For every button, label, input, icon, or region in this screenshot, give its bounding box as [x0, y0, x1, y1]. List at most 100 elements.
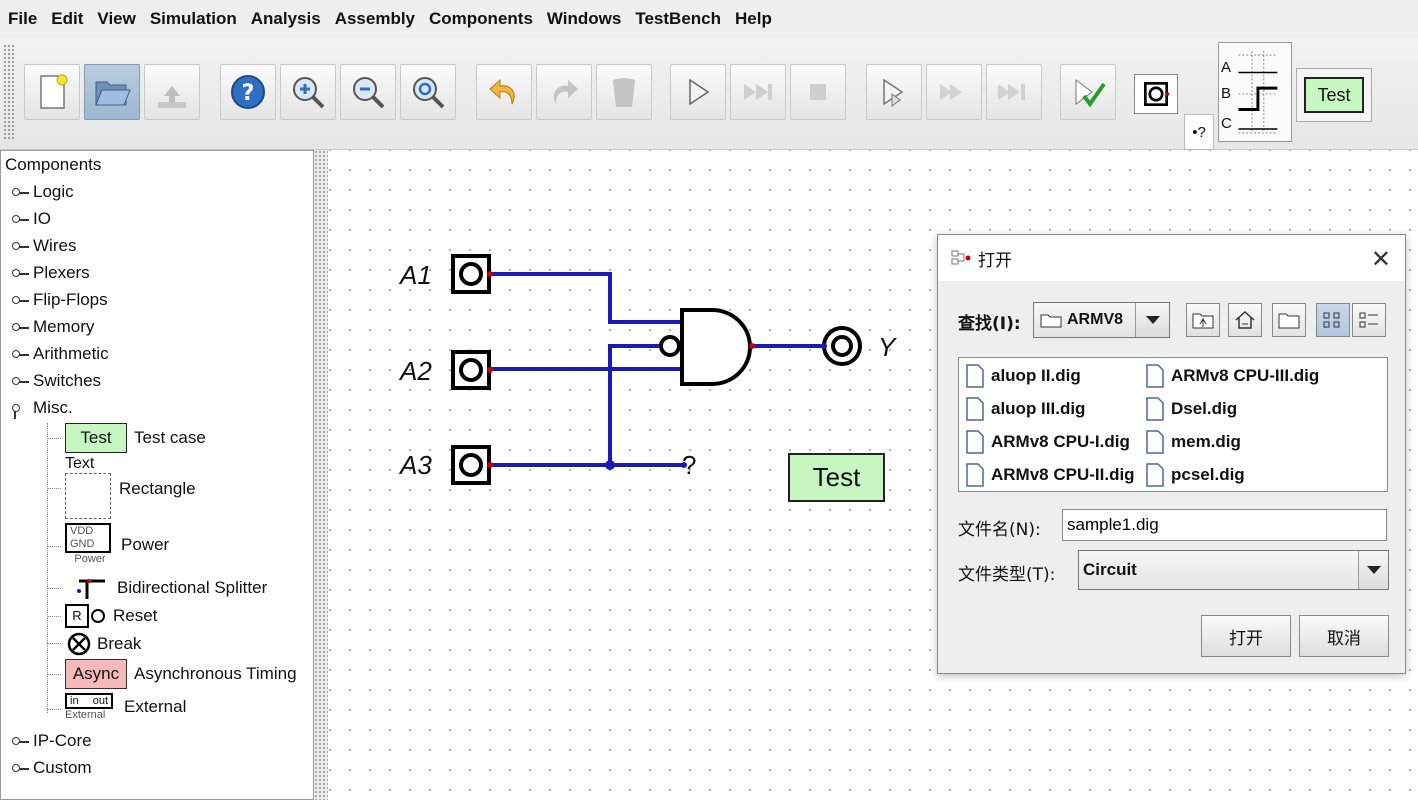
chevron-down-icon[interactable] [1135, 303, 1169, 337]
tree-connector [47, 674, 61, 675]
tree-item-break[interactable]: Break [67, 632, 141, 656]
test-case-component[interactable]: Test [788, 453, 885, 502]
new-folder-button[interactable] [1272, 303, 1306, 337]
menu-edit[interactable]: Edit [51, 9, 84, 28]
file-item[interactable]: aluop II.dig [965, 364, 1081, 388]
toolbar-grip[interactable] [3, 44, 15, 140]
tree-handle-icon[interactable] [11, 730, 29, 752]
and-gate[interactable] [659, 308, 755, 386]
menu-help[interactable]: Help [735, 9, 772, 28]
micro-step-button[interactable] [866, 64, 922, 120]
tree-item-power[interactable]: VDD GND Power Power [65, 523, 169, 571]
file-item[interactable]: ARMv8 CPU-III.dig [1145, 364, 1319, 388]
input-tool-button[interactable] [1134, 74, 1178, 114]
output-pin-y[interactable] [821, 326, 862, 366]
help-button[interactable]: ? [220, 64, 276, 120]
run-tests-button[interactable] [1060, 64, 1116, 120]
wire-a1[interactable] [490, 272, 682, 324]
menu-file[interactable]: File [8, 9, 38, 28]
tree-item-arithmetic[interactable]: Arithmetic [11, 343, 109, 365]
input-pin-a2[interactable] [451, 350, 493, 390]
redo-button[interactable] [536, 64, 592, 120]
tree-item-io[interactable]: IO [11, 208, 51, 230]
test-case-tool-button[interactable]: Test [1296, 68, 1372, 122]
menu-analysis[interactable]: Analysis [250, 9, 321, 28]
file-item[interactable]: Dsel.dig [1145, 397, 1237, 421]
lookin-combobox[interactable]: ARMV8 [1033, 302, 1170, 338]
input-pin-a3[interactable] [451, 445, 493, 485]
menu-windows[interactable]: Windows [546, 9, 622, 28]
tree-item-logic[interactable]: Logic [11, 181, 74, 203]
tree-handle-open-icon[interactable] [11, 397, 29, 419]
tree-handle-icon[interactable] [11, 208, 29, 230]
file-item[interactable]: aluop III.dig [965, 397, 1085, 421]
reset-label: Reset [113, 606, 158, 625]
file-item[interactable]: ARMv8 CPU-II.dig [965, 463, 1135, 487]
home-button[interactable] [1228, 303, 1262, 337]
fast-run-button[interactable] [986, 64, 1042, 120]
menu-view[interactable]: View [97, 9, 136, 28]
panel-splitter[interactable] [314, 150, 328, 800]
tree-handle-icon[interactable] [11, 343, 29, 365]
tree-item-misc[interactable]: Misc. [11, 397, 73, 419]
menu-simulation[interactable]: Simulation [149, 9, 237, 28]
file-item[interactable]: mem.dig [1145, 430, 1241, 454]
file-icon [966, 463, 984, 487]
fit-to-window-button[interactable] [400, 64, 456, 120]
up-folder-button[interactable] [1186, 303, 1220, 337]
tree-item-wires[interactable]: Wires [11, 235, 76, 257]
run-to-break-button[interactable] [926, 64, 982, 120]
dialog-titlebar[interactable]: 打开 [938, 235, 1405, 281]
tree-item-ip-core[interactable]: IP-Core [11, 730, 92, 752]
new-button[interactable] [24, 64, 80, 120]
filetype-label: 文件类型(T): [958, 565, 1056, 585]
tree-item-custom[interactable]: Custom [11, 757, 92, 779]
file-list[interactable]: aluop II.dig aluop III.dig ARMv8 CPU-I.d… [958, 357, 1388, 492]
tree-handle-icon[interactable] [11, 757, 29, 779]
tree-item-asynchronous-timing[interactable]: Async Asynchronous Timing [65, 659, 297, 689]
tree-item-plexers[interactable]: Plexers [11, 262, 90, 284]
tree-handle-icon[interactable] [11, 262, 29, 284]
tree-item-external[interactable]: in out External External [65, 693, 186, 721]
close-icon[interactable]: ✕ [1370, 246, 1391, 273]
details-view-button[interactable] [1352, 303, 1386, 337]
file-item[interactable]: pcsel.dig [1145, 463, 1245, 487]
filetype-combobox[interactable]: Circuit [1078, 550, 1389, 590]
undo-button[interactable] [476, 64, 532, 120]
menu-assembly[interactable]: Assembly [334, 9, 416, 28]
cancel-button[interactable]: 取消 [1299, 615, 1389, 657]
zoom-in-button[interactable] [280, 64, 336, 120]
menu-components[interactable]: Components [429, 9, 533, 28]
wire-a3-branch[interactable] [608, 344, 662, 465]
tree-item-memory[interactable]: Memory [11, 316, 94, 338]
tree-item-rectangle[interactable]: Rectangle [65, 473, 196, 519]
start-simulation-button[interactable] [670, 64, 726, 120]
open-file-dialog: 打开 ✕ 查找(I): ARMV8 aluop II.dig aluop III… [937, 234, 1406, 674]
tree-item-flip-flops[interactable]: Flip-Flops [11, 289, 108, 311]
tree-item-switches[interactable]: Switches [11, 370, 101, 392]
chevron-down-icon[interactable] [1358, 551, 1388, 589]
open-button[interactable] [84, 64, 140, 120]
tree-item-bidirectional-splitter[interactable]: Bidirectional Splitter [65, 575, 267, 601]
file-item[interactable]: ARMv8 CPU-I.dig [965, 430, 1130, 454]
save-button[interactable] [144, 64, 200, 120]
stop-simulation-button[interactable] [790, 64, 846, 120]
input-pin-a1[interactable] [451, 254, 493, 294]
tree-item-text[interactable]: Text [65, 455, 95, 472]
tree-handle-icon[interactable] [11, 316, 29, 338]
open-dialog-button[interactable]: 打开 [1201, 615, 1291, 657]
step-button[interactable] [730, 64, 786, 120]
tree-item-reset[interactable]: R Reset [65, 604, 157, 628]
menu-testbench[interactable]: TestBench [635, 9, 722, 28]
filename-input[interactable] [1062, 509, 1387, 541]
probe-tool-button[interactable]: •? [1184, 114, 1214, 150]
zoom-out-button[interactable] [340, 64, 396, 120]
tree-item-test-case[interactable]: Test Test case [65, 423, 206, 453]
list-view-button[interactable] [1316, 303, 1350, 337]
tree-handle-icon[interactable] [11, 289, 29, 311]
tree-handle-icon[interactable] [11, 181, 29, 203]
tree-handle-icon[interactable] [11, 370, 29, 392]
tree-handle-icon[interactable] [11, 235, 29, 257]
delete-button[interactable] [596, 64, 652, 120]
timing-diagram-tool[interactable]: A B C [1218, 42, 1292, 142]
